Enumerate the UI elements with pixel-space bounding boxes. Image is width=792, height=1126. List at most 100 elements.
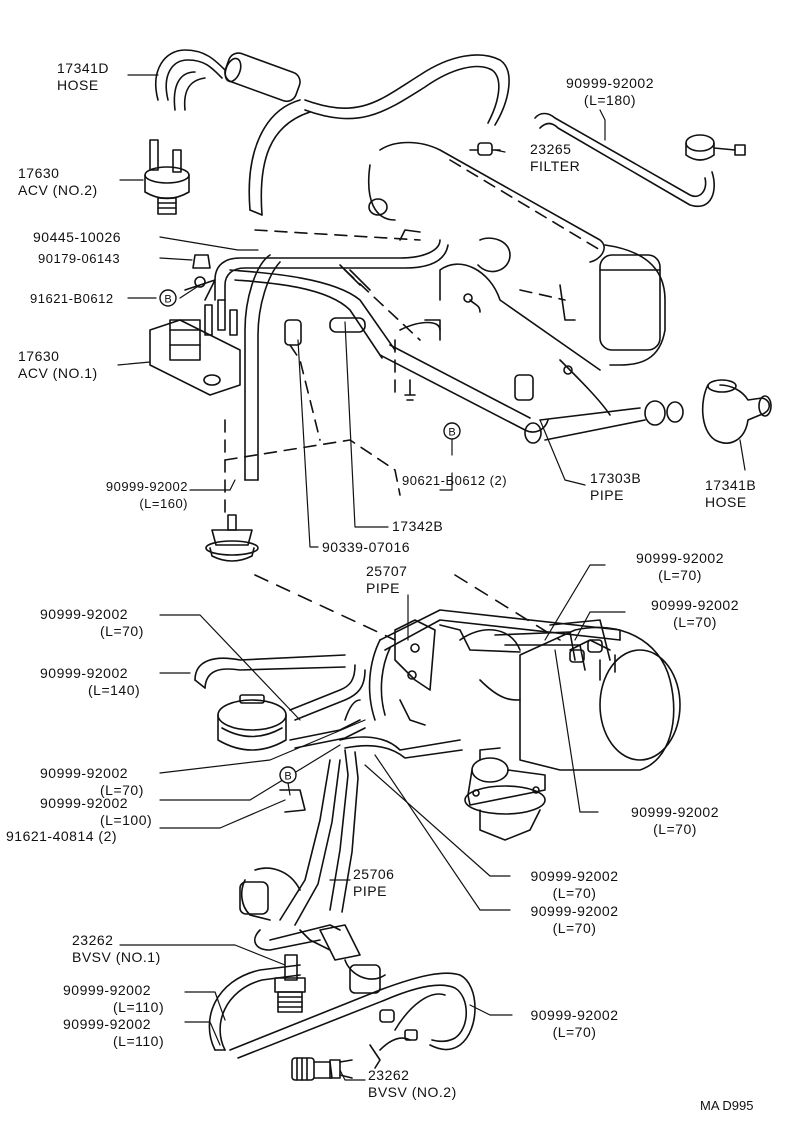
part-number: 23265 bbox=[530, 141, 572, 157]
label-hose-l110a: 90999-92002 (L=110) bbox=[63, 982, 164, 1016]
label-acv-no1: 17630 ACV (NO.1) bbox=[18, 348, 98, 382]
part-description: ACV (NO.2) bbox=[18, 182, 98, 198]
part-description: BVSV (NO.1) bbox=[72, 949, 161, 965]
part-description: HOSE bbox=[705, 494, 747, 510]
label-pipe-25706: 25706 PIPE bbox=[353, 866, 394, 900]
part-number: 25707 bbox=[366, 563, 408, 579]
label-hose-17341d: 17341D HOSE bbox=[57, 60, 109, 94]
hose-length: (L=160) bbox=[139, 496, 188, 511]
part-number: 17303B bbox=[590, 470, 642, 486]
part-number: 90999-92002 bbox=[40, 795, 129, 811]
part-number: 90999-92002 bbox=[565, 75, 655, 91]
part-number: 90999-92002 bbox=[530, 1007, 619, 1023]
hose-length: (L=70) bbox=[100, 782, 144, 798]
dashed-guides-upper bbox=[224, 159, 601, 521]
filter-drawing bbox=[469, 142, 501, 156]
diagram-code: MA D995 bbox=[700, 1098, 753, 1113]
egr-valve-drawing bbox=[464, 747, 546, 841]
hose-length: (L=70) bbox=[100, 623, 144, 639]
label-pipe-17303b: 17303B PIPE bbox=[590, 470, 641, 504]
engine-body-drawing bbox=[368, 141, 666, 416]
part-number: 90999-92002 bbox=[635, 550, 725, 566]
label-hose-17341b: 17341B HOSE bbox=[705, 477, 756, 511]
hose-length: (L=70) bbox=[552, 920, 597, 936]
part-description: FILTER bbox=[530, 158, 581, 174]
label-90339-07016: 90339-07016 bbox=[322, 539, 410, 556]
label-hose-l110b: 90999-92002 (L=110) bbox=[63, 1016, 164, 1050]
lower-left-hoses bbox=[194, 654, 463, 759]
label-91621-40814: 91621-40814 (2) bbox=[6, 828, 117, 845]
label-hose-m70a: 90999-92002 (L=70) bbox=[512, 868, 637, 902]
label-hose-r70b: 90999-92002 (L=70) bbox=[625, 597, 765, 631]
part-description: PIPE bbox=[590, 487, 624, 503]
hose-17341d-drawing bbox=[155, 49, 510, 216]
hose-17341b-drawing bbox=[701, 379, 772, 444]
part-number: 90999-92002 bbox=[40, 765, 129, 781]
hose-length: (L=70) bbox=[673, 614, 717, 630]
label-bvsv-no2: 23262 BVSV (NO.2) bbox=[368, 1067, 457, 1101]
part-number: 17342B bbox=[392, 518, 444, 534]
label-bvsv-no1: 23262 BVSV (NO.1) bbox=[72, 932, 161, 966]
part-number: 90999-92002 bbox=[630, 804, 720, 820]
part-number: 90999-92002 bbox=[63, 1016, 152, 1032]
hose-length: (L=110) bbox=[113, 999, 165, 1015]
b-marker-2: B bbox=[443, 422, 461, 440]
label-17342b: 17342B bbox=[392, 518, 443, 535]
b-markers: B B B bbox=[159, 289, 461, 784]
part-description: ACV (NO.1) bbox=[18, 365, 98, 381]
label-90179-06143: 90179-06143 bbox=[38, 250, 120, 267]
label-91621-b0612: 91621-B0612 bbox=[30, 290, 114, 307]
b-marker-3: B bbox=[279, 766, 297, 784]
part-description: PIPE bbox=[353, 883, 387, 899]
label-hose-l100: 90999-92002 (L=100) bbox=[40, 795, 152, 829]
label-hose-r70c: 90999-92002 (L=70) bbox=[600, 804, 750, 838]
hose-180-drawing bbox=[534, 112, 746, 208]
part-number: 91621-40814 (2) bbox=[6, 828, 118, 844]
label-pipe-25707: 25707 PIPE bbox=[366, 563, 407, 597]
hose-length: (L=70) bbox=[552, 1024, 597, 1040]
label-hose-l70a: 90999-92002 (L=70) bbox=[40, 606, 144, 640]
diagram-code-text: MA D995 bbox=[700, 1098, 754, 1113]
part-number: 90999-92002 bbox=[650, 597, 740, 613]
vacuum-part-drawing bbox=[205, 514, 259, 562]
part-number: 90999-92002 bbox=[63, 982, 152, 998]
part-number: 90179-06143 bbox=[38, 251, 121, 266]
b-marker-1: B bbox=[159, 289, 177, 307]
upper-hose-network bbox=[214, 229, 684, 481]
part-number: 17630 bbox=[18, 165, 60, 181]
part-number: 90339-07016 bbox=[322, 539, 411, 555]
pipe-25706-drawing bbox=[239, 749, 361, 961]
part-description: PIPE bbox=[366, 580, 400, 596]
label-hose-l70b: 90999-92002 (L=70) bbox=[40, 765, 144, 799]
part-number: 25706 bbox=[353, 866, 395, 882]
hose-length: (L=110) bbox=[113, 1033, 165, 1049]
hose-length: (L=140) bbox=[88, 682, 141, 698]
part-description: BVSV (NO.2) bbox=[368, 1084, 457, 1100]
svg-text:B: B bbox=[284, 771, 291, 783]
label-90445-10026: 90445-10026 bbox=[33, 229, 121, 246]
part-number: 90999-92002 bbox=[530, 868, 619, 884]
hose-length: (L=100) bbox=[100, 812, 153, 828]
part-number: 17630 bbox=[18, 348, 60, 364]
svg-text:B: B bbox=[448, 427, 455, 439]
part-number: 90999-92002 bbox=[105, 479, 188, 494]
part-description: HOSE bbox=[57, 77, 99, 93]
part-number: 17341B bbox=[705, 477, 757, 493]
part-number: 90445-10026 bbox=[33, 229, 122, 245]
hose-length: (L=70) bbox=[658, 567, 702, 583]
hose-length: (L=180) bbox=[583, 92, 637, 108]
label-hose-l140: 90999-92002 (L=140) bbox=[40, 665, 140, 699]
label-90621-b0612: 90621-B0612 (2) bbox=[402, 472, 507, 489]
label-hose-r70d: 90999-92002 (L=70) bbox=[512, 1007, 637, 1041]
label-filter: 23265 FILTER bbox=[530, 141, 580, 175]
pipe-25707-drawing bbox=[368, 609, 621, 721]
lower-loop-hoses bbox=[208, 959, 476, 1069]
part-number: 90999-92002 bbox=[40, 606, 129, 622]
bvsv-no1-drawing bbox=[274, 954, 306, 1013]
hose-length: (L=70) bbox=[653, 821, 697, 837]
part-number: 23262 bbox=[72, 932, 114, 948]
dashed-guides-lower bbox=[254, 574, 561, 641]
part-number: 23262 bbox=[368, 1067, 410, 1083]
hose-length: (L=70) bbox=[552, 885, 597, 901]
